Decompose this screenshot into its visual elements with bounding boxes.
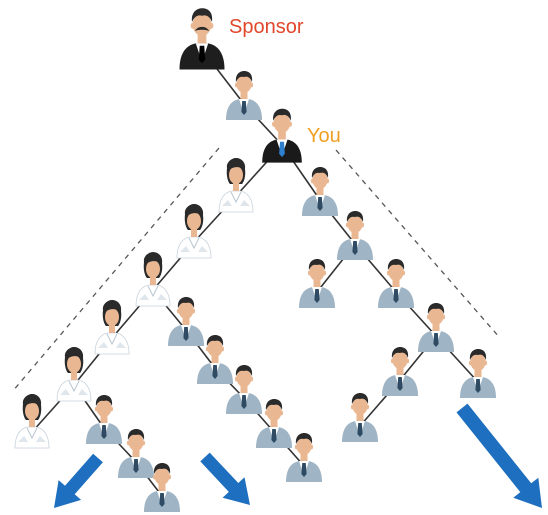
arrow-down-icon [54, 453, 103, 508]
person-male-icon [168, 297, 204, 346]
person-male-icon [299, 259, 335, 308]
person-male-icon [382, 347, 418, 396]
person-male-icon [118, 429, 154, 478]
you-label: You [307, 125, 341, 147]
person-male-icon [226, 365, 262, 414]
person-female-icon [94, 300, 130, 355]
person-male-icon [460, 349, 496, 398]
person-male-icon [302, 167, 338, 216]
person-male-icon [418, 303, 454, 352]
sponsor-label: Sponsor [229, 16, 304, 38]
arrow-down-icon [456, 403, 542, 508]
person-male-icon [197, 335, 233, 384]
person-male-icon [144, 463, 180, 512]
person-male-icon [378, 259, 414, 308]
guide-line-left [11, 147, 220, 393]
person-male-icon [256, 399, 292, 448]
person-female-icon [218, 158, 254, 213]
person-sponsor-icon [179, 8, 225, 70]
person-male-icon [286, 433, 322, 482]
person-female-icon [176, 204, 212, 259]
person-male-icon [342, 393, 378, 442]
person-female-icon [14, 394, 50, 449]
person-male-icon [86, 395, 122, 444]
guide-line-right [335, 149, 501, 339]
arrow-down-icon [200, 452, 250, 505]
person-male-icon [226, 71, 262, 120]
person-male-icon [337, 211, 373, 260]
person-you-icon [262, 108, 302, 163]
person-female-icon [135, 252, 171, 307]
person-female-icon [56, 347, 92, 402]
